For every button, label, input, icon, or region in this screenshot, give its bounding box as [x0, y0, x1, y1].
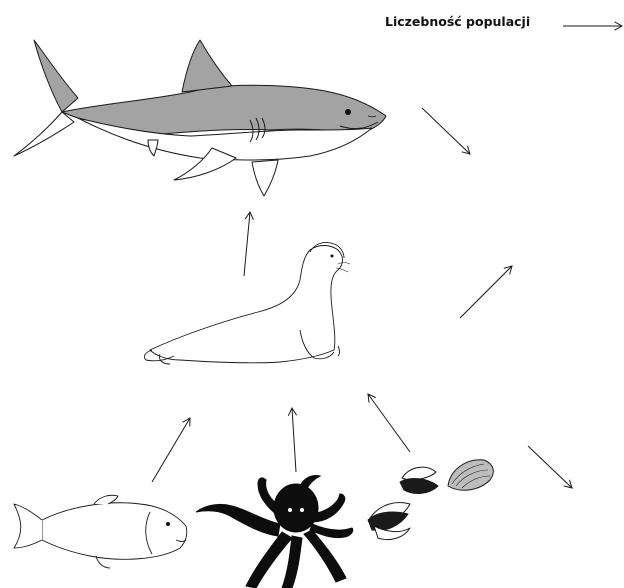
arrow-mussels-to-seal: [368, 394, 410, 452]
arrow-shark-population: [422, 108, 470, 154]
arrow-fish-to-seal: [152, 418, 190, 482]
arrow-mussels-population: [528, 446, 572, 488]
arrow-octopus-to-seal: [292, 408, 296, 472]
mussels-illustration: [368, 460, 493, 540]
fish-illustration: [14, 495, 187, 568]
octopus-illustration: [196, 475, 353, 588]
arrow-seal-population: [460, 266, 512, 318]
arrow-seal-to-shark: [244, 212, 250, 276]
shark-illustration: [14, 40, 386, 196]
seal-illustration: [144, 242, 350, 364]
